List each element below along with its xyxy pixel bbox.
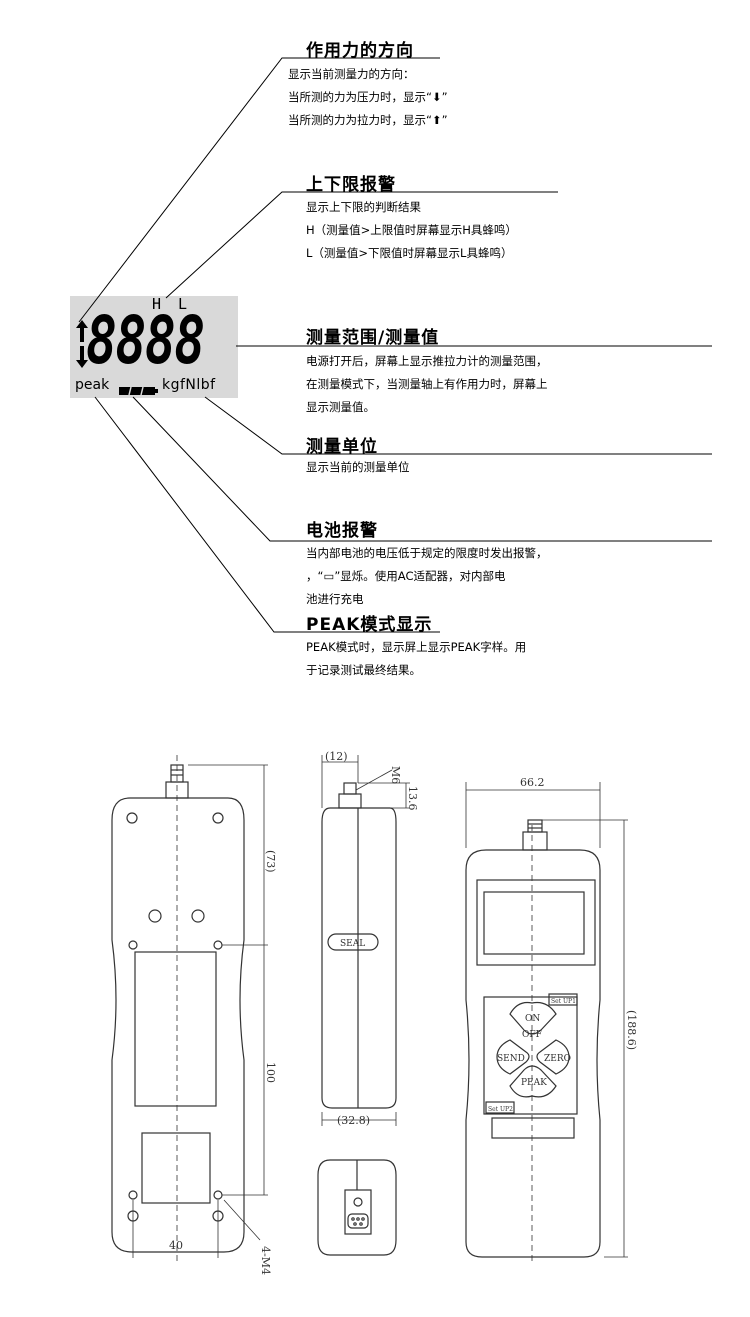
seal-label: SEAL bbox=[340, 939, 365, 949]
dim-13-6-label: 13.6 bbox=[406, 786, 419, 811]
peak-mode-title: PEAK模式显示 bbox=[306, 615, 433, 635]
rear-view bbox=[111, 755, 268, 1265]
dimension-drawing: (73) 100 40 4-M4 (12) M6 13.6 (32.8) SEA… bbox=[111, 750, 638, 1275]
hl-indicator: H L bbox=[152, 295, 192, 313]
button-zero-label: ZERO bbox=[544, 1054, 571, 1064]
range-value-description: 电源打开后，屏幕上显示推拉力计的测量范围， 在测量模式下，当测量轴上有作用力时，… bbox=[306, 354, 548, 414]
unit-description: 显示当前的测量单位 bbox=[306, 460, 410, 474]
leader-battery bbox=[132, 396, 712, 542]
battery-alarm-title: 电池报警 bbox=[306, 521, 378, 541]
set-up1-label: Set UP1 bbox=[551, 998, 576, 1005]
lcd-display bbox=[70, 296, 238, 398]
unit-indicator: kgfNlbf bbox=[162, 377, 216, 393]
button-peak-label: PEAK bbox=[521, 1078, 547, 1088]
battery-alarm-description: 当内部电池的电压低于规定的限度时发出报警， ，“▭”显烁。使用AC适配器，对内部… bbox=[306, 546, 548, 606]
dim-4m4-label: 4-M4 bbox=[259, 1246, 272, 1275]
front-view bbox=[465, 782, 628, 1265]
limit-alarm-title: 上下限报警 bbox=[306, 175, 396, 195]
force-down-arrow-icon bbox=[76, 346, 88, 372]
set-up2-label: Set UP2 bbox=[488, 1106, 513, 1113]
leader-direction bbox=[78, 57, 440, 323]
unit-title: 测量单位 bbox=[306, 437, 378, 457]
force-up-arrow-icon bbox=[76, 320, 88, 346]
direction-description: 显示当前测量力的方向： 当所测的力为压力时，显示“⬇” 当所测的力为拉力时，显示… bbox=[288, 67, 448, 127]
peak-mode-description: PEAK模式时，显示屏上显示PEAK字样。用 于记录测试最终结果。 bbox=[306, 640, 527, 677]
leader-limit bbox=[165, 191, 558, 299]
dim-m6-label: M6 bbox=[389, 766, 402, 784]
battery-icon bbox=[118, 382, 158, 401]
callout-leader-lines bbox=[78, 57, 712, 633]
peak-indicator: peak bbox=[75, 377, 110, 393]
dim-12-label: (12) bbox=[325, 750, 348, 763]
leader-peak bbox=[94, 396, 440, 633]
dim-188-6-label: (188.6) bbox=[625, 1010, 638, 1050]
dim-73-label: (73) bbox=[264, 850, 277, 873]
dim-32-8-label: (32.8) bbox=[337, 1114, 370, 1127]
button-on-label: ON bbox=[525, 1014, 540, 1024]
measurement-digits: 8888 bbox=[86, 302, 205, 379]
leader-unit bbox=[204, 396, 712, 455]
dim-100-label: 100 bbox=[264, 1062, 277, 1083]
direction-title: 作用力的方向 bbox=[306, 41, 414, 61]
button-off-label: OFF bbox=[522, 1030, 542, 1040]
limit-alarm-description: 显示上下限的判断结果 H（测量值>上限值时屏幕显示H具蜂鸣） L（测量值>下限值… bbox=[306, 200, 517, 260]
side-view bbox=[321, 755, 410, 1126]
range-value-title: 测量范围/测量值 bbox=[306, 328, 440, 348]
dim-40-label: 40 bbox=[169, 1239, 183, 1252]
button-send-label: SEND bbox=[497, 1054, 525, 1064]
bottom-view bbox=[317, 1159, 397, 1256]
dim-66-2-label: 66.2 bbox=[520, 776, 545, 789]
